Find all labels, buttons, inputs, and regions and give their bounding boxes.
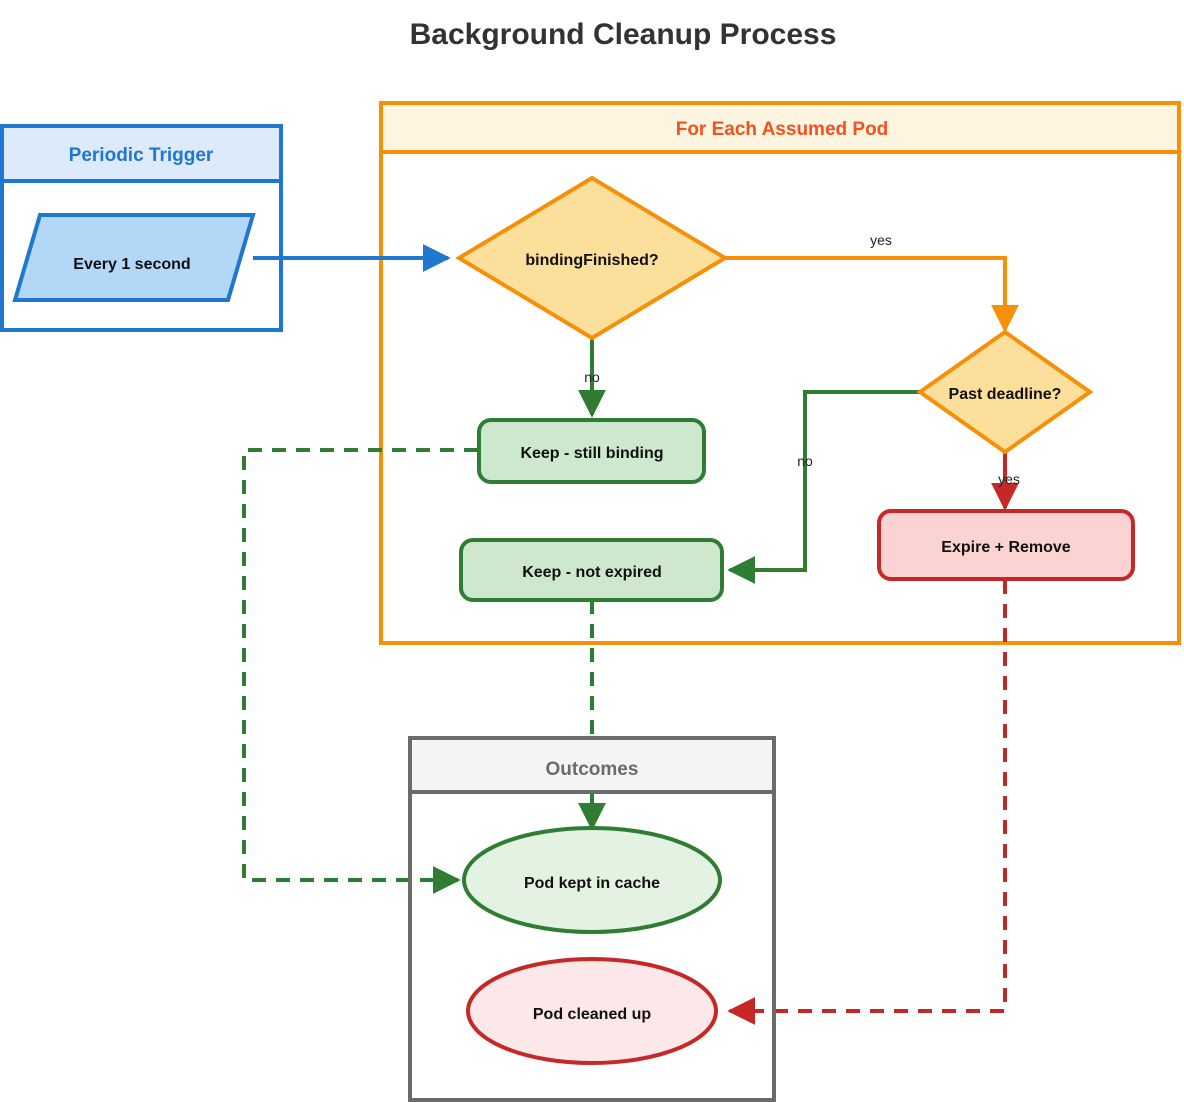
edge-label-deadline-yes: yes [998, 471, 1020, 487]
node-pod-kept-in-cache[interactable]: Pod kept in cache [462, 826, 722, 934]
page-title: Background Cleanup Process [410, 18, 837, 51]
node-keep-still-binding[interactable]: Keep - still binding [477, 418, 706, 484]
node-keep-still-binding-label: Keep - still binding [520, 445, 663, 462]
node-binding-finished-label: bindingFinished? [525, 252, 658, 269]
subgraph-outcomes: Outcomes [408, 736, 776, 1102]
edge-label-binding-yes: yes [870, 232, 892, 248]
periodic-trigger-header [0, 124, 283, 183]
node-past-deadline[interactable]: Past deadline? [916, 329, 1094, 455]
node-pod-kept-in-cache-shape[interactable] [462, 826, 722, 934]
node-every-1-second-shape[interactable] [12, 213, 256, 302]
node-keep-not-expired[interactable]: Keep - not expired [459, 538, 724, 602]
node-keep-not-expired-shape[interactable] [459, 538, 724, 602]
outcomes-title: Outcomes [546, 759, 639, 780]
node-keep-not-expired-label: Keep - not expired [522, 564, 662, 581]
node-past-deadline-label: Past deadline? [949, 386, 1062, 403]
edge-deadline-no [727, 390, 920, 584]
for-each-assumed-pod-title: For Each Assumed Pod [676, 119, 889, 140]
node-pod-cleaned-up-label: Pod cleaned up [533, 1006, 651, 1023]
node-keep-still-binding-shape[interactable] [477, 418, 706, 484]
edge-still-binding-to-kept [242, 448, 478, 894]
node-expire-remove[interactable]: Expire + Remove [877, 509, 1135, 581]
node-expire-remove-shape[interactable] [877, 509, 1135, 581]
periodic-trigger-title: Periodic Trigger [69, 145, 214, 166]
for-each-assumed-pod-header [379, 101, 1181, 154]
node-pod-kept-in-cache-label: Pod kept in cache [524, 875, 660, 892]
node-pod-cleaned-up-shape[interactable] [466, 957, 718, 1065]
node-binding-finished[interactable]: bindingFinished? [455, 175, 729, 341]
edge-label-deadline-no: no [797, 453, 813, 469]
node-every-1-second-label: Every 1 second [73, 256, 190, 273]
outcomes-header [408, 736, 776, 794]
node-binding-finished-shape[interactable] [455, 175, 729, 341]
edge-binding-yes [725, 256, 1019, 333]
subgraph-periodic-trigger: Periodic Trigger Every 1 second [0, 124, 283, 332]
node-past-deadline-shape[interactable] [916, 329, 1094, 455]
node-expire-remove-label: Expire + Remove [941, 539, 1071, 556]
edge-label-binding-no: no [584, 369, 600, 385]
node-pod-cleaned-up[interactable]: Pod cleaned up [466, 957, 718, 1065]
